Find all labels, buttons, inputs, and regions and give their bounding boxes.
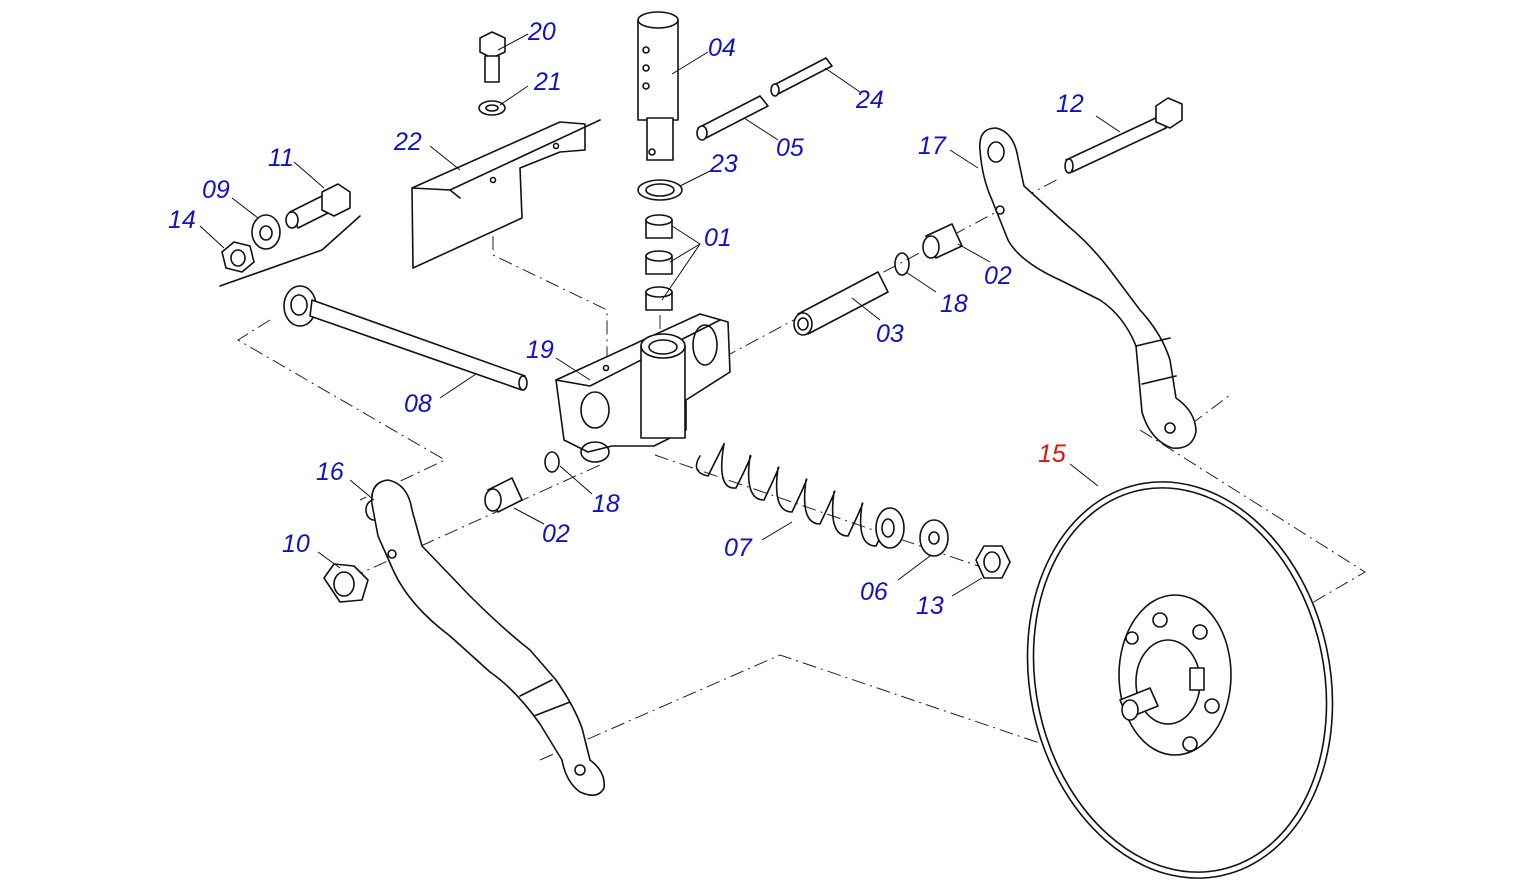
- callout-p03: 03: [876, 320, 904, 348]
- part-20-bolt: [479, 31, 506, 83]
- part-12-long-bolt: [1064, 97, 1183, 174]
- part-19-main-bracket: [555, 313, 731, 463]
- part-24-pin: [770, 57, 833, 97]
- callout-p22: 22: [393, 128, 422, 156]
- part-02-bushing-upper: [922, 223, 963, 259]
- callout-p11: 11: [268, 144, 294, 172]
- part-11-guide-line: [219, 215, 361, 287]
- part-01-bushings: [645, 214, 673, 311]
- part-04-spindle: [637, 11, 679, 161]
- callout-p07: 07: [724, 534, 753, 562]
- callout-p14: 14: [168, 206, 196, 234]
- part-18-clip-upper: [894, 252, 910, 276]
- callout-p13: 13: [916, 592, 944, 620]
- part-08-tie-rod: [283, 285, 528, 391]
- part-22-bracket-plate: [411, 119, 601, 269]
- callout-p24: 24: [855, 86, 884, 114]
- part-21-washer: [478, 100, 506, 116]
- part-13-nut: [975, 545, 1011, 579]
- callout-p02b: 02: [542, 520, 570, 548]
- part-07-spring: [695, 442, 905, 549]
- part-17-arm: [979, 127, 1197, 449]
- callout-p21: 21: [533, 68, 562, 96]
- callout-p18b: 18: [592, 490, 620, 518]
- callout-p15: 15: [1038, 440, 1066, 468]
- callout-p17: 17: [918, 132, 947, 160]
- callout-p01: 01: [704, 224, 732, 252]
- part-15-disc: [1026, 481, 1334, 879]
- callout-p23: 23: [709, 150, 738, 178]
- leader-lines: [199, 33, 1121, 597]
- callout-p05: 05: [776, 134, 804, 162]
- callout-p20: 20: [527, 18, 556, 46]
- part-10-nut: [323, 563, 369, 603]
- part-11-bolt: [285, 183, 351, 229]
- callout-p10: 10: [282, 530, 310, 558]
- part-14-nut: [221, 241, 255, 273]
- part-06-washer: [919, 519, 949, 557]
- callout-p18a: 18: [940, 290, 968, 318]
- part-09-washer: [251, 214, 281, 250]
- callout-p04: 04: [708, 34, 736, 62]
- part-23-ring: [637, 179, 683, 201]
- callout-p09: 09: [202, 176, 230, 204]
- part-02-bushing-lower: [484, 477, 523, 513]
- part-05-pin: [696, 95, 769, 141]
- part-16-arm-left: [371, 479, 606, 796]
- callout-p08: 08: [404, 390, 432, 418]
- callout-p06: 06: [860, 578, 888, 606]
- callout-p12: 12: [1056, 90, 1084, 118]
- callout-p19: 19: [526, 336, 554, 364]
- callout-p02a: 02: [984, 262, 1012, 290]
- part-18-clip-lower: [544, 451, 560, 473]
- part-03-sleeve: [793, 271, 889, 336]
- callout-p16: 16: [316, 458, 344, 486]
